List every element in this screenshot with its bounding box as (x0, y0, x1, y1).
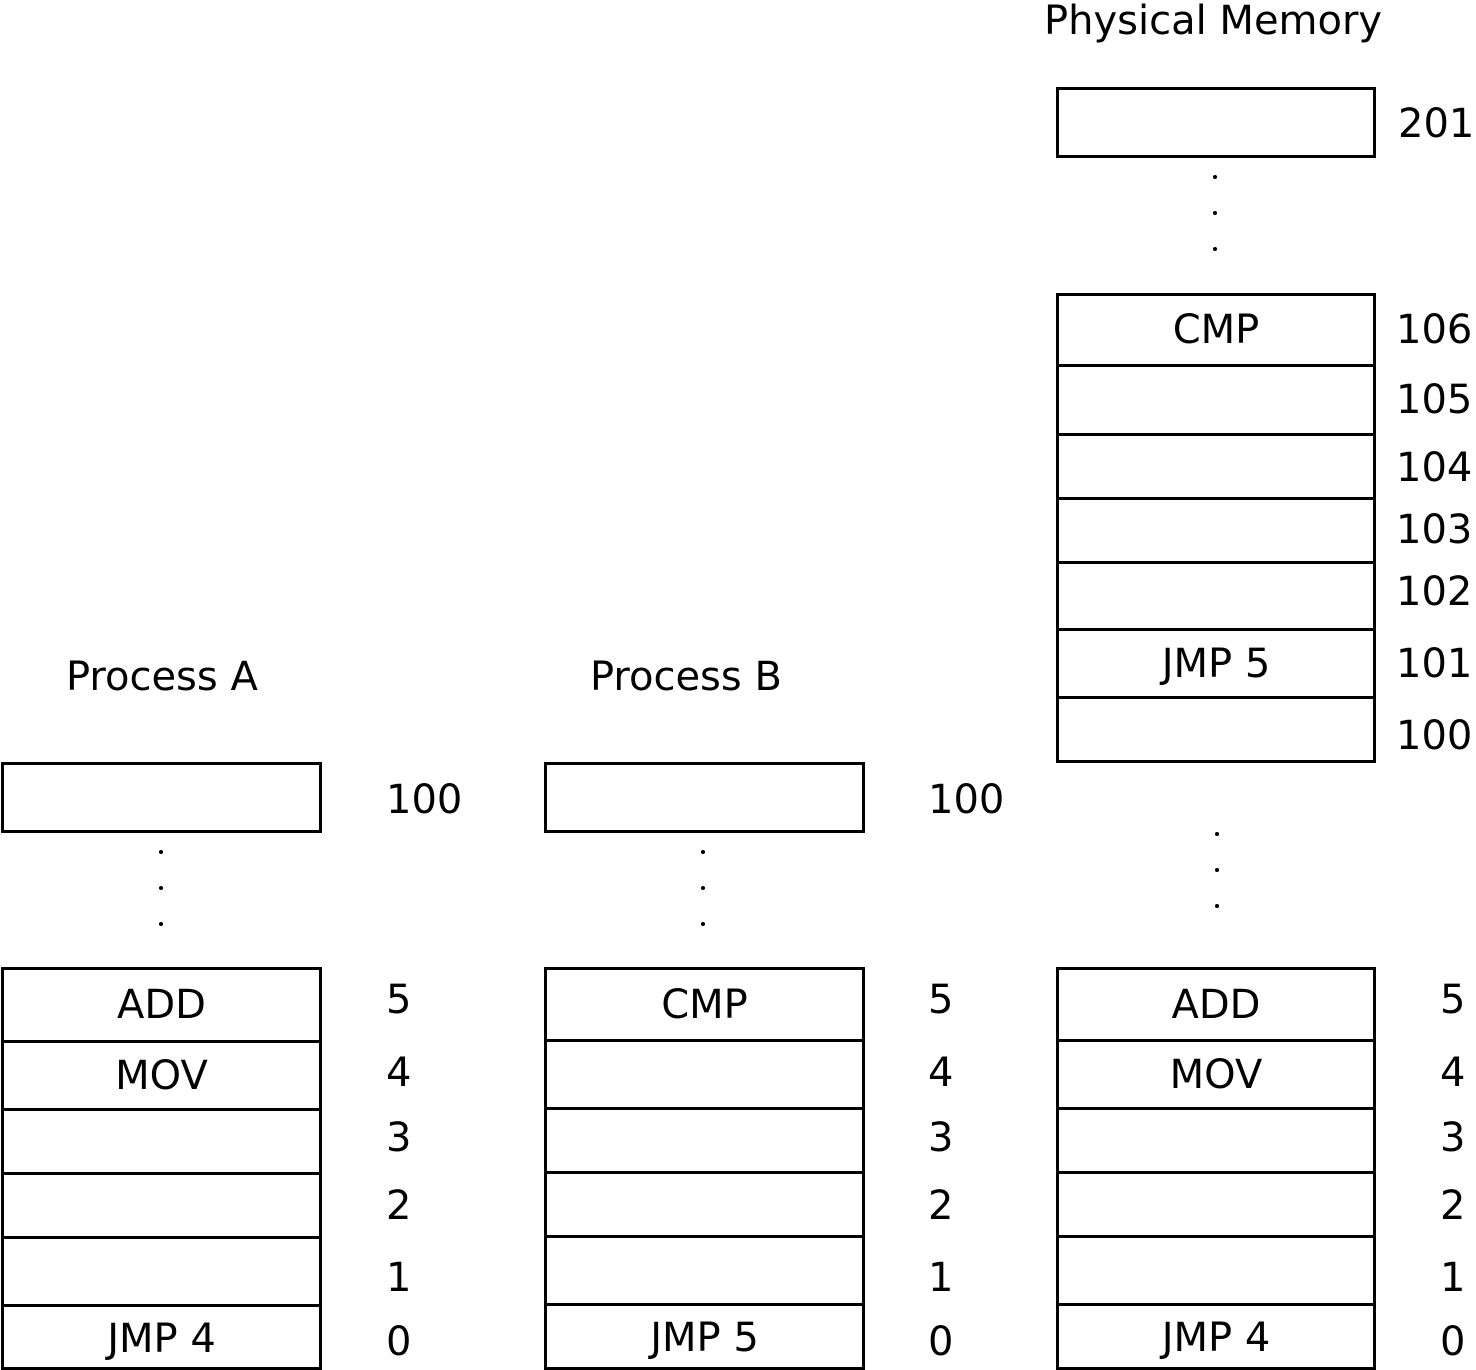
physical-memory-cell-100 (1059, 696, 1373, 763)
process-b-address-2: 2 (928, 1183, 954, 1229)
process-b-address-1: 1 (928, 1255, 954, 1301)
process-a-cell-3 (4, 1108, 319, 1172)
cell-label: JMP 5 (650, 1315, 759, 1361)
process-a-block: ADD MOV JMP 4 (1, 967, 322, 1370)
cell-label: JMP 4 (107, 1315, 216, 1362)
cell-label: ADD (1171, 981, 1261, 1028)
physical-memory-address-0: 0 (1440, 1319, 1466, 1365)
physical-memory-address-100: 100 (1396, 713, 1473, 759)
physical-memory-cell-1 (1059, 1235, 1373, 1303)
process-b-top-address: 100 (928, 777, 1005, 823)
process-b-ellipsis (701, 850, 707, 930)
physical-memory-address-2: 2 (1440, 1183, 1466, 1229)
physical-memory-address-105: 105 (1396, 377, 1473, 423)
process-a-address-0: 0 (386, 1319, 412, 1365)
process-a-cell-4: MOV (4, 1040, 319, 1108)
physical-memory-cell-4: MOV (1059, 1039, 1373, 1107)
process-b-cell-5: CMP (547, 970, 862, 1039)
process-a-top-cell (1, 762, 322, 833)
physical-memory-cell-101: JMP 5 (1059, 628, 1373, 696)
cell-label: ADD (117, 982, 206, 1028)
physical-memory-cell-5: ADD (1059, 970, 1373, 1039)
process-b-cell-1 (547, 1235, 862, 1303)
physical-memory-cell-102 (1059, 561, 1373, 628)
physical-memory-top-cell (1056, 87, 1376, 158)
process-b-top-cell (544, 762, 865, 833)
physical-memory-cell-2 (1059, 1171, 1373, 1235)
process-b-address-0: 0 (928, 1319, 954, 1365)
physical-memory-address-102: 102 (1396, 569, 1473, 615)
physical-memory-address-1: 1 (1440, 1255, 1466, 1301)
process-b-cell-0: JMP 5 (547, 1303, 862, 1370)
cell-label: MOV (115, 1052, 208, 1099)
process-b-title: Process B (590, 654, 782, 700)
physical-memory-address-106: 106 (1396, 307, 1473, 353)
physical-memory-cell-104 (1059, 433, 1373, 497)
process-a-address-4: 4 (386, 1050, 412, 1096)
physical-memory-lower-block: ADD MOV JMP 4 (1056, 967, 1376, 1370)
physical-memory-address-4: 4 (1440, 1050, 1466, 1096)
process-b-address-5: 5 (928, 977, 954, 1023)
physical-memory-cell-3 (1059, 1107, 1373, 1171)
process-b-cell-3 (547, 1107, 862, 1171)
process-a-cell-0: JMP 4 (4, 1304, 319, 1370)
cell-label: CMP (661, 981, 748, 1028)
process-b-cell-4 (547, 1039, 862, 1107)
process-a-cell-5: ADD (4, 970, 319, 1040)
cell-label: MOV (1169, 1051, 1263, 1098)
physical-memory-cell-0: JMP 4 (1059, 1303, 1373, 1370)
physical-memory-upper-ellipsis (1213, 175, 1219, 255)
process-b-cell-2 (547, 1171, 862, 1235)
physical-memory-address-3: 3 (1440, 1115, 1466, 1161)
process-a-cell-2 (4, 1172, 319, 1236)
process-b-block: CMP JMP 5 (544, 967, 865, 1370)
cell-label: JMP 5 (1161, 640, 1271, 687)
physical-memory-address-5: 5 (1440, 977, 1466, 1023)
process-a-address-2: 2 (386, 1183, 412, 1229)
physical-memory-top-address: 201 (1398, 101, 1475, 147)
physical-memory-cell-103 (1059, 497, 1373, 561)
cell-label: JMP 4 (1161, 1315, 1271, 1361)
process-b-address-3: 3 (928, 1115, 954, 1161)
process-a-title: Process A (66, 654, 258, 700)
physical-memory-upper-block: CMP JMP 5 (1056, 293, 1376, 763)
physical-memory-lower-ellipsis (1215, 832, 1221, 912)
process-a-cell-1 (4, 1236, 319, 1304)
process-a-address-3: 3 (386, 1115, 412, 1161)
physical-memory-address-103: 103 (1396, 507, 1473, 553)
process-a-ellipsis (159, 850, 165, 930)
physical-memory-address-101: 101 (1396, 641, 1473, 687)
process-a-top-address: 100 (386, 777, 463, 823)
physical-memory-cell-106: CMP (1059, 296, 1373, 364)
physical-memory-title: Physical Memory (1044, 0, 1383, 44)
physical-memory-address-104: 104 (1396, 445, 1473, 491)
process-b-address-4: 4 (928, 1050, 954, 1096)
cell-label: CMP (1172, 307, 1260, 353)
physical-memory-cell-105 (1059, 364, 1373, 433)
process-a-address-5: 5 (386, 977, 412, 1023)
process-a-address-1: 1 (386, 1255, 412, 1301)
